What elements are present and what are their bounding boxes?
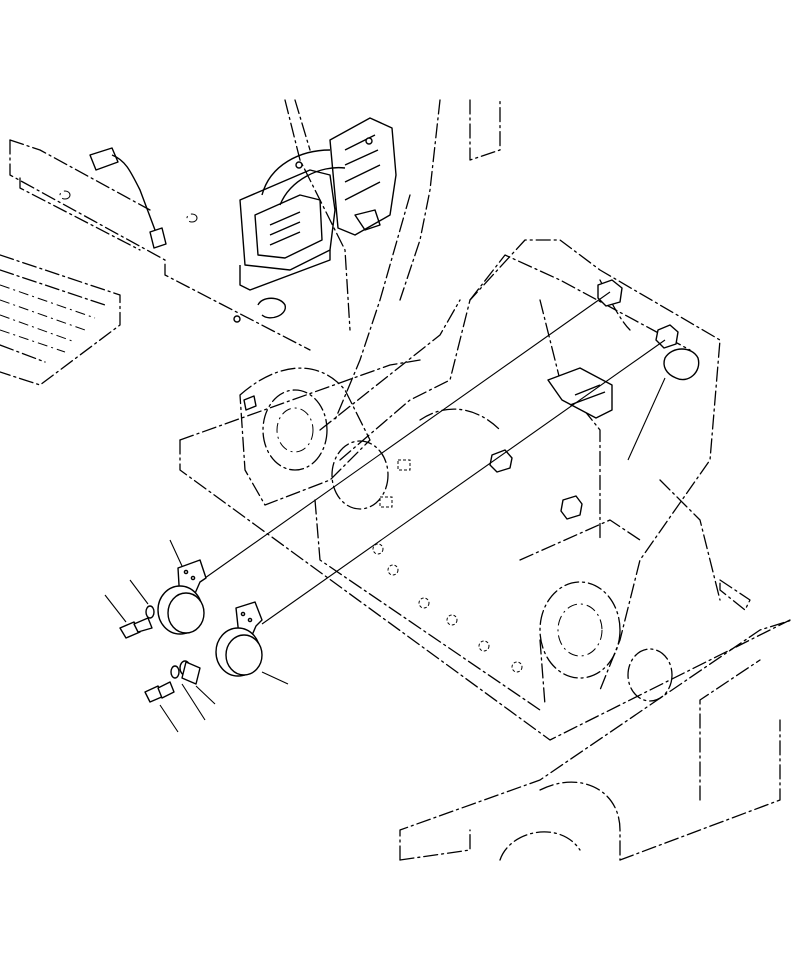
leader-washer — [129, 579, 149, 605]
swing-bracket-ghost — [179, 239, 791, 741]
fasteners-upper — [119, 605, 155, 639]
leader-washer-lower — [181, 683, 206, 721]
chassis-ghost — [399, 479, 792, 861]
side-rail-ghost — [9, 139, 311, 351]
horn-right — [215, 601, 263, 677]
horn-left — [157, 559, 207, 635]
leader-bracket-horn — [169, 539, 183, 567]
leader-bolt-lower — [159, 704, 179, 733]
callout-leaders — [104, 377, 666, 733]
step-deck-ghost — [0, 254, 121, 386]
boom-structure-ghost — [284, 99, 501, 421]
leader-bolt-upper — [104, 594, 127, 623]
projection-lines — [204, 291, 666, 625]
leader-horn-right — [261, 671, 289, 685]
fasteners-lower — [144, 660, 201, 703]
leader-harness-clip — [627, 377, 666, 461]
control-valve-assembly — [89, 117, 397, 323]
bracket-holes — [372, 459, 523, 673]
frame-fittings — [243, 279, 700, 520]
leader-nut-plate — [195, 685, 216, 705]
